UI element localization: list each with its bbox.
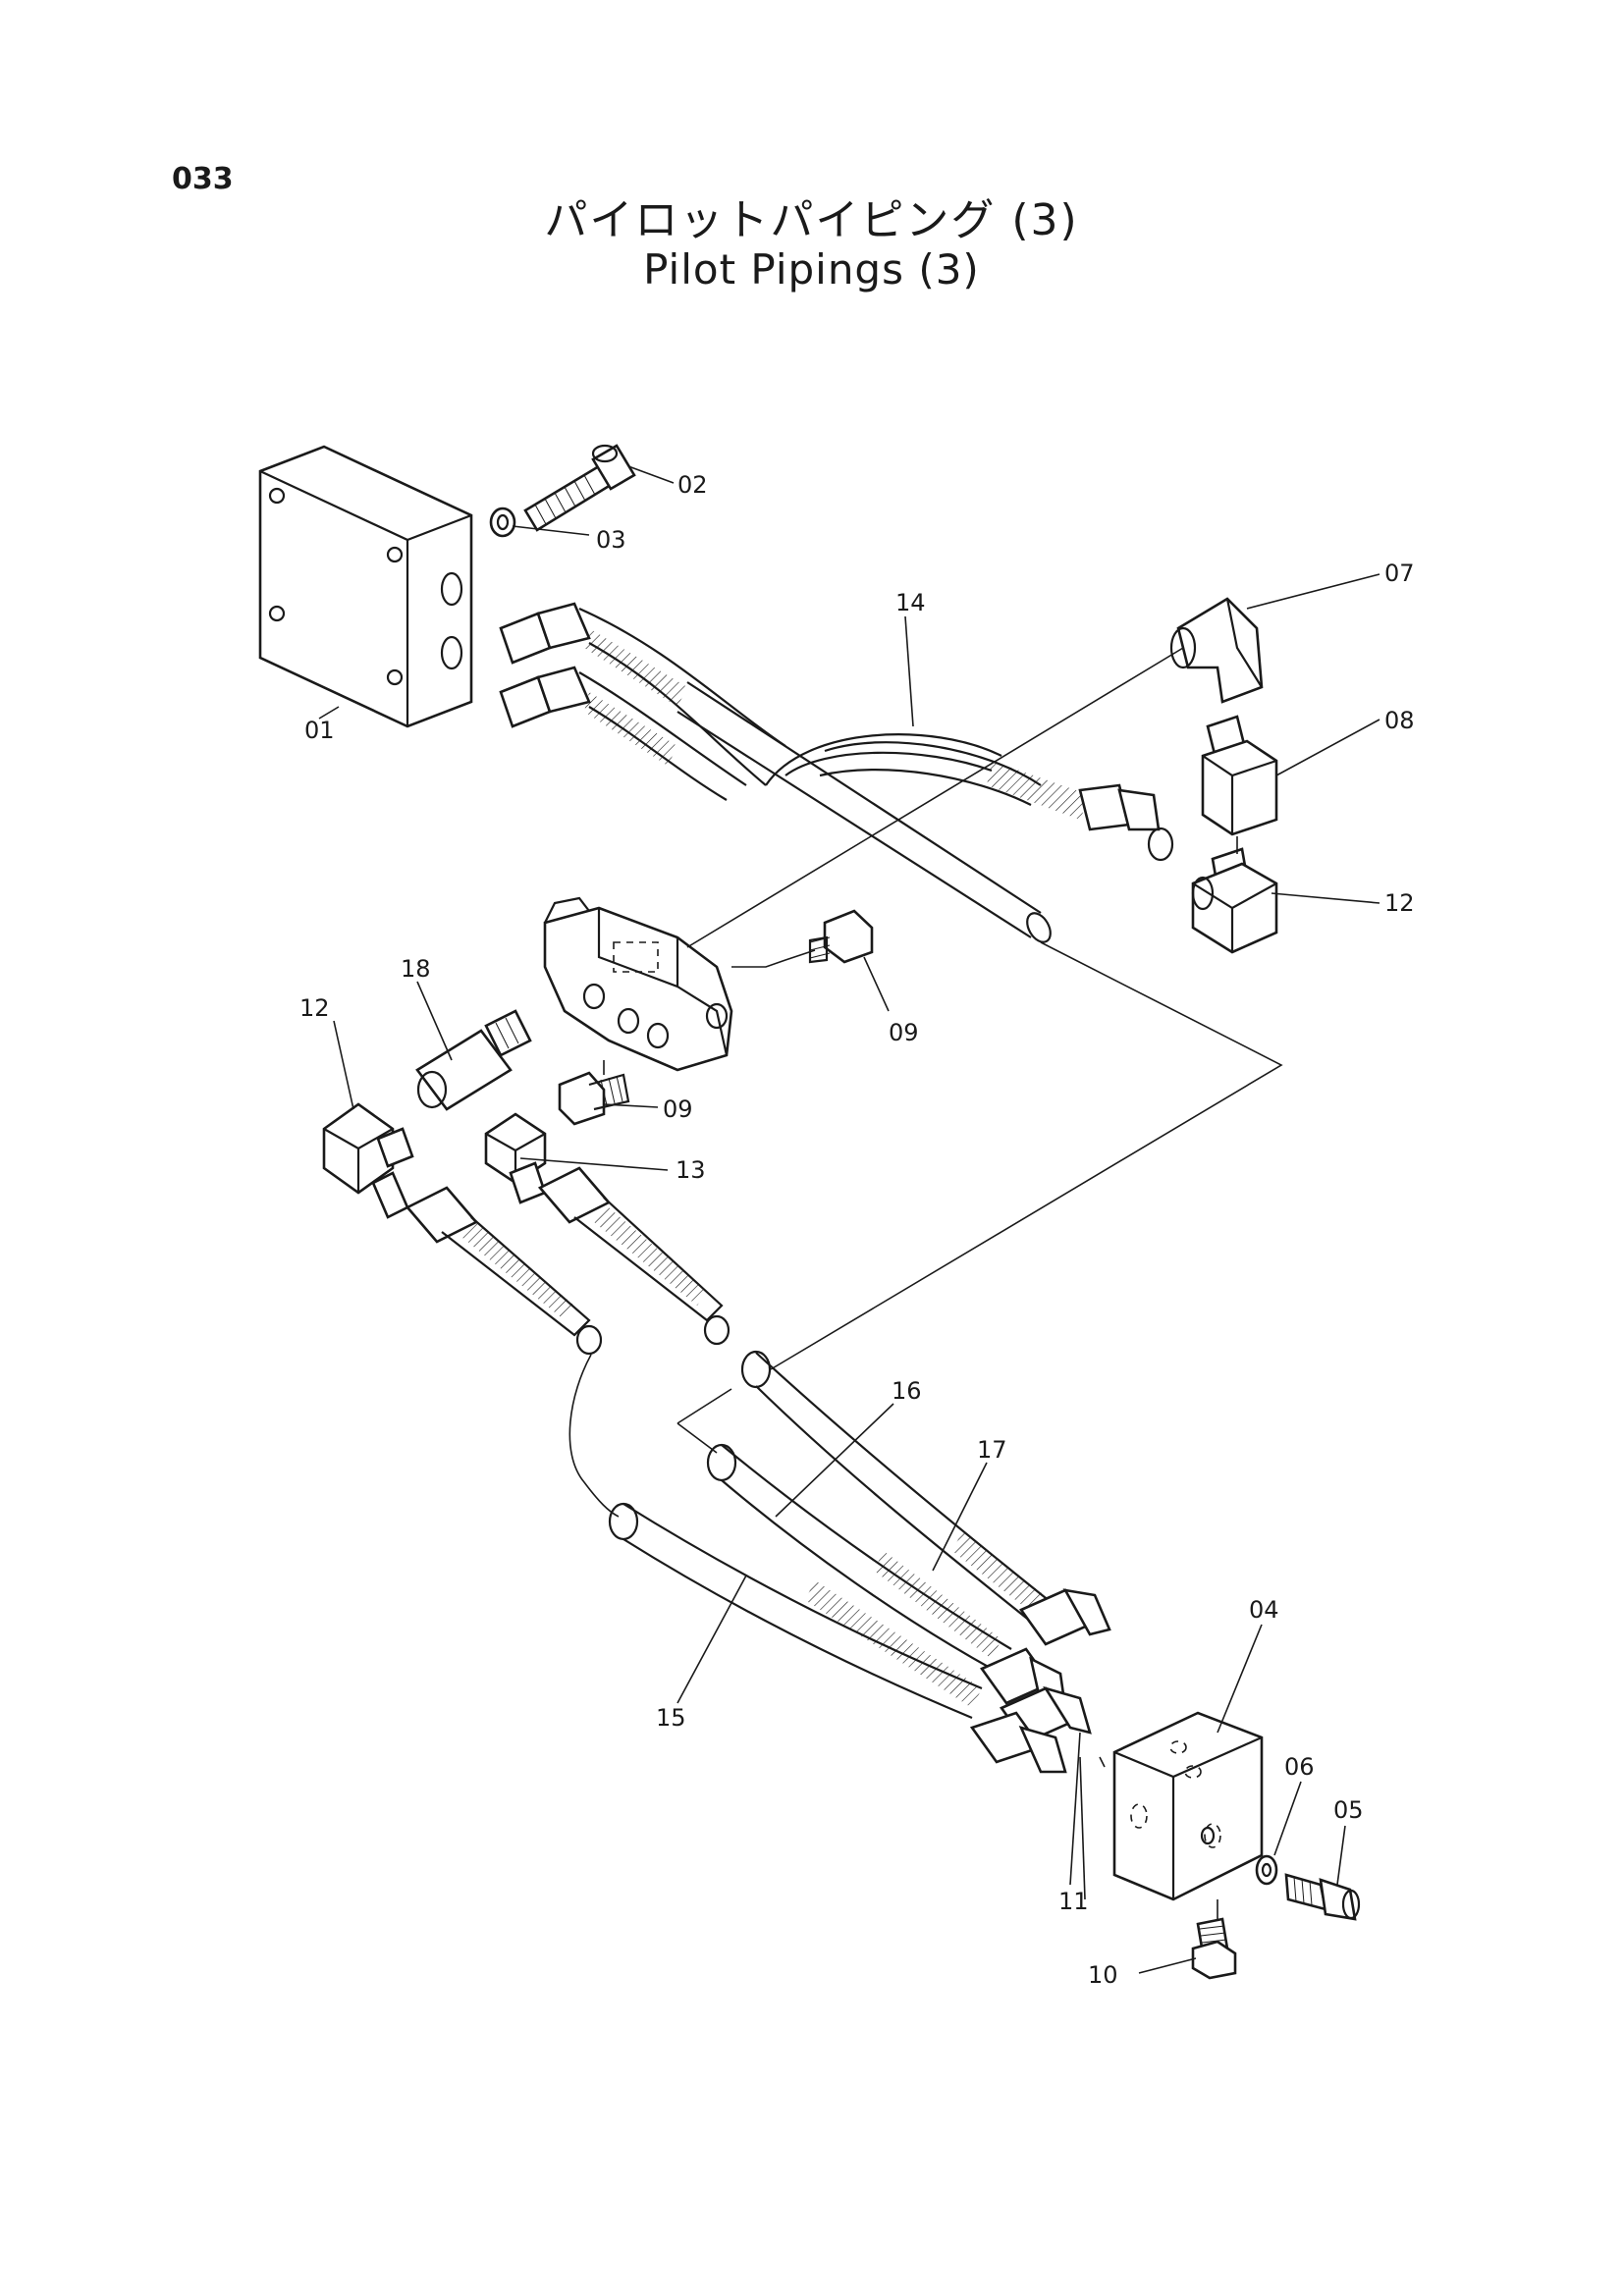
callout-01: 01 bbox=[304, 717, 335, 744]
callout-16: 16 bbox=[892, 1377, 922, 1405]
callout-15: 15 bbox=[656, 1704, 686, 1732]
control-valve bbox=[543, 896, 733, 1072]
callout-03: 03 bbox=[596, 526, 626, 554]
part-12-elbow-upper bbox=[1191, 847, 1278, 954]
lower-left-hoses bbox=[405, 1166, 730, 1356]
callout-18: 18 bbox=[401, 955, 431, 983]
callout-12-lower: 12 bbox=[299, 994, 330, 1022]
part-10-plug bbox=[1191, 1917, 1237, 1980]
part-09-plug-upper bbox=[808, 909, 874, 964]
callout-09-lower: 09 bbox=[663, 1095, 693, 1123]
callout-10: 10 bbox=[1088, 1961, 1118, 1989]
part-05-bolt bbox=[1284, 1873, 1361, 1921]
part-13-elbow bbox=[484, 1112, 547, 1204]
title-english: Pilot Pipings (3) bbox=[643, 245, 980, 294]
callout-14: 14 bbox=[895, 589, 926, 616]
part-08-adapter bbox=[1201, 715, 1278, 836]
part-06-washer bbox=[1255, 1854, 1278, 1886]
part-02-bolt bbox=[523, 444, 636, 532]
callout-06: 06 bbox=[1284, 1753, 1315, 1781]
callout-leaders bbox=[318, 465, 1380, 1974]
callout-13: 13 bbox=[676, 1156, 706, 1184]
part-03-washer bbox=[489, 507, 516, 538]
part-09-plug-lower bbox=[558, 1071, 630, 1126]
callout-09-upper: 09 bbox=[889, 1019, 919, 1046]
callout-12-upper: 12 bbox=[1384, 889, 1415, 917]
part-12-elbow-lower bbox=[322, 1102, 414, 1219]
part-18-fitting bbox=[415, 1009, 532, 1111]
part-01-plate bbox=[258, 445, 473, 728]
title-japanese: パイロットパイピング (3) bbox=[544, 195, 1079, 245]
callout-17: 17 bbox=[977, 1436, 1007, 1464]
callout-08: 08 bbox=[1384, 707, 1415, 734]
part-07-elbow bbox=[1169, 597, 1264, 704]
callout-04: 04 bbox=[1249, 1596, 1279, 1624]
assembly-lines bbox=[568, 647, 1283, 1919]
part-04-block bbox=[1112, 1711, 1264, 1901]
callout-07: 07 bbox=[1384, 560, 1415, 587]
callout-11: 11 bbox=[1058, 1888, 1089, 1915]
page-number: 033 bbox=[172, 162, 234, 196]
upper-hose-assembly bbox=[499, 602, 1174, 943]
callout-05: 05 bbox=[1333, 1796, 1364, 1824]
callout-02: 02 bbox=[677, 471, 708, 499]
lower-hoses bbox=[608, 1350, 1111, 1774]
